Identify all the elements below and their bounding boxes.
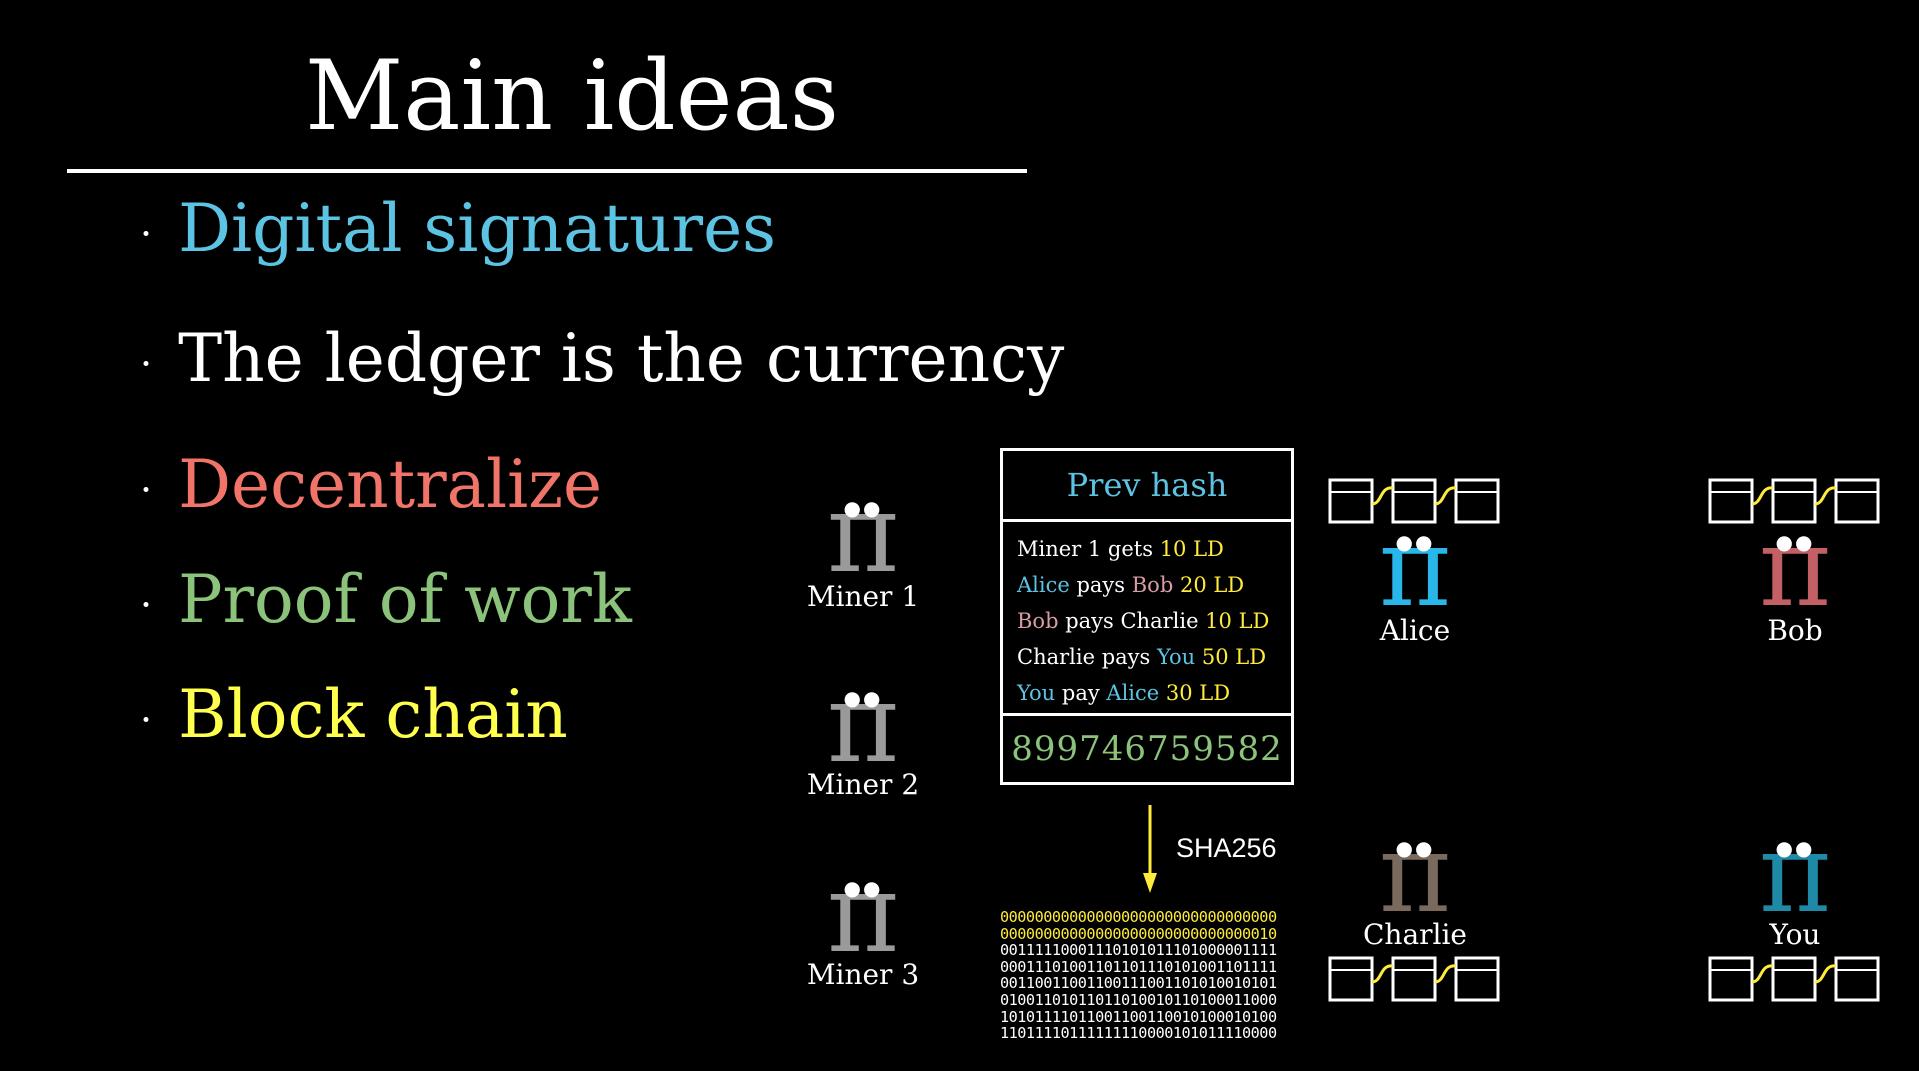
bob-ledger-chain-icon — [1708, 478, 1880, 524]
bullet-dot: · — [140, 212, 153, 256]
alice-label: Alice — [1379, 614, 1451, 647]
miner-3-pi-icon: π — [826, 849, 900, 977]
transaction-segment: Alice — [1017, 573, 1077, 597]
bullet-dot: · — [140, 342, 153, 386]
miner-1-label: Miner 1 — [806, 580, 920, 613]
you-pi-icon: π — [1758, 809, 1832, 937]
transaction-row: Bob pays Charlie 10 LD — [1017, 603, 1269, 639]
transaction-segment: Miner 1 gets — [1017, 537, 1160, 561]
miner-2-label: Miner 2 — [806, 768, 920, 801]
charlie-label: Charlie — [1362, 918, 1467, 951]
charlie-ledger-chain-icon — [1328, 956, 1500, 1002]
miner-2-pi-icon: π — [826, 659, 900, 787]
bullet-text: Decentralize — [178, 446, 603, 523]
transaction-row: You pay Alice 30 LD — [1017, 675, 1269, 711]
bullet-decentralize: ·Decentralize — [140, 452, 602, 518]
prev-hash-header: Prev hash — [1003, 451, 1291, 522]
transaction-segment: 10 LD — [1205, 609, 1270, 633]
transaction-row: Miner 1 gets 10 LD — [1017, 531, 1269, 567]
bullet-dot: · — [140, 698, 153, 742]
transaction-segment: Charlie — [1120, 609, 1206, 633]
hash-line: 01001101011011010010110100011000 — [1000, 990, 1277, 1009]
transaction-row: Charlie pays You 50 LD — [1017, 639, 1269, 675]
bullet-proof-of-work: ·Proof of work — [140, 567, 632, 633]
bullet-ledger-currency: ·The ledger is the currency — [140, 326, 1064, 392]
miner-eyes-icon: ●● — [843, 496, 883, 520]
you-eyes-icon: ●● — [1775, 836, 1815, 860]
bullet-block-chain: ·Block chain — [140, 682, 568, 748]
hash-line: 00110011001100111001101010010101 — [1000, 974, 1277, 993]
hash-line: 00000000000000000000000000000010 — [1000, 924, 1277, 943]
hash-line: 00111110001110101011101000001111 — [1000, 941, 1277, 960]
bullet-text: Proof of work — [178, 561, 632, 638]
miner-eyes-icon: ●● — [843, 686, 883, 710]
bullet-text: Digital signatures — [178, 190, 777, 267]
hash-line: 11011110111111110000101011110000 — [1000, 1024, 1277, 1043]
transaction-segment: 10 LD — [1159, 537, 1224, 561]
bullet-dot: · — [140, 583, 153, 627]
miner-1-pi-icon: π — [826, 469, 900, 597]
transaction-segment: pays — [1076, 573, 1132, 597]
transaction-segment: Bob — [1017, 609, 1066, 633]
transaction-segment: 30 LD — [1165, 681, 1231, 705]
slide-title: Main ideas — [305, 40, 840, 152]
bob-label: Bob — [1767, 614, 1823, 647]
transaction-segment: Alice — [1106, 681, 1166, 705]
transaction-row: Alice pays Bob 20 LD — [1017, 567, 1269, 603]
hash-line: 00011101001101101110101001101111 — [1000, 957, 1277, 976]
transaction-segment: pays — [1101, 645, 1157, 669]
title-underline — [67, 169, 1027, 173]
hash-line: 00000000000000000000000000000000 — [1000, 908, 1277, 926]
you-label: You — [1769, 918, 1821, 951]
bullet-digital-signatures: ·Digital signatures — [140, 196, 776, 262]
you-ledger-chain-icon — [1708, 956, 1880, 1002]
transaction-segment: You — [1156, 645, 1202, 669]
bullet-text: The ledger is the currency — [178, 320, 1065, 397]
alice-ledger-chain-icon — [1328, 478, 1500, 524]
down-arrow-icon — [1143, 805, 1157, 893]
bullet-dot: · — [140, 468, 153, 512]
hash-line: 10101111011001100110010100010100 — [1000, 1007, 1277, 1026]
transaction-segment: 50 LD — [1201, 645, 1267, 669]
bob-pi-icon: π — [1758, 503, 1832, 631]
transaction-segment: Bob — [1131, 573, 1180, 597]
alice-eyes-icon: ●● — [1395, 530, 1435, 554]
transaction-segment: 20 LD — [1179, 573, 1245, 597]
alice-pi-icon: π — [1378, 503, 1452, 631]
bob-eyes-icon: ●● — [1775, 530, 1815, 554]
miner-3-label: Miner 3 — [806, 958, 920, 991]
nonce-value: 899746759582 — [1003, 713, 1291, 782]
charlie-eyes-icon: ●● — [1395, 836, 1435, 860]
bullet-text: Block chain — [178, 676, 568, 753]
transaction-segment: pay — [1061, 681, 1107, 705]
transaction-segment: Charlie — [1017, 645, 1102, 669]
charlie-pi-icon: π — [1378, 809, 1452, 937]
transaction-segment: You — [1017, 681, 1062, 705]
miner-eyes-icon: ●● — [843, 876, 883, 900]
transaction-segment: pays — [1065, 609, 1121, 633]
sha256-label: SHA256 — [1176, 833, 1277, 863]
